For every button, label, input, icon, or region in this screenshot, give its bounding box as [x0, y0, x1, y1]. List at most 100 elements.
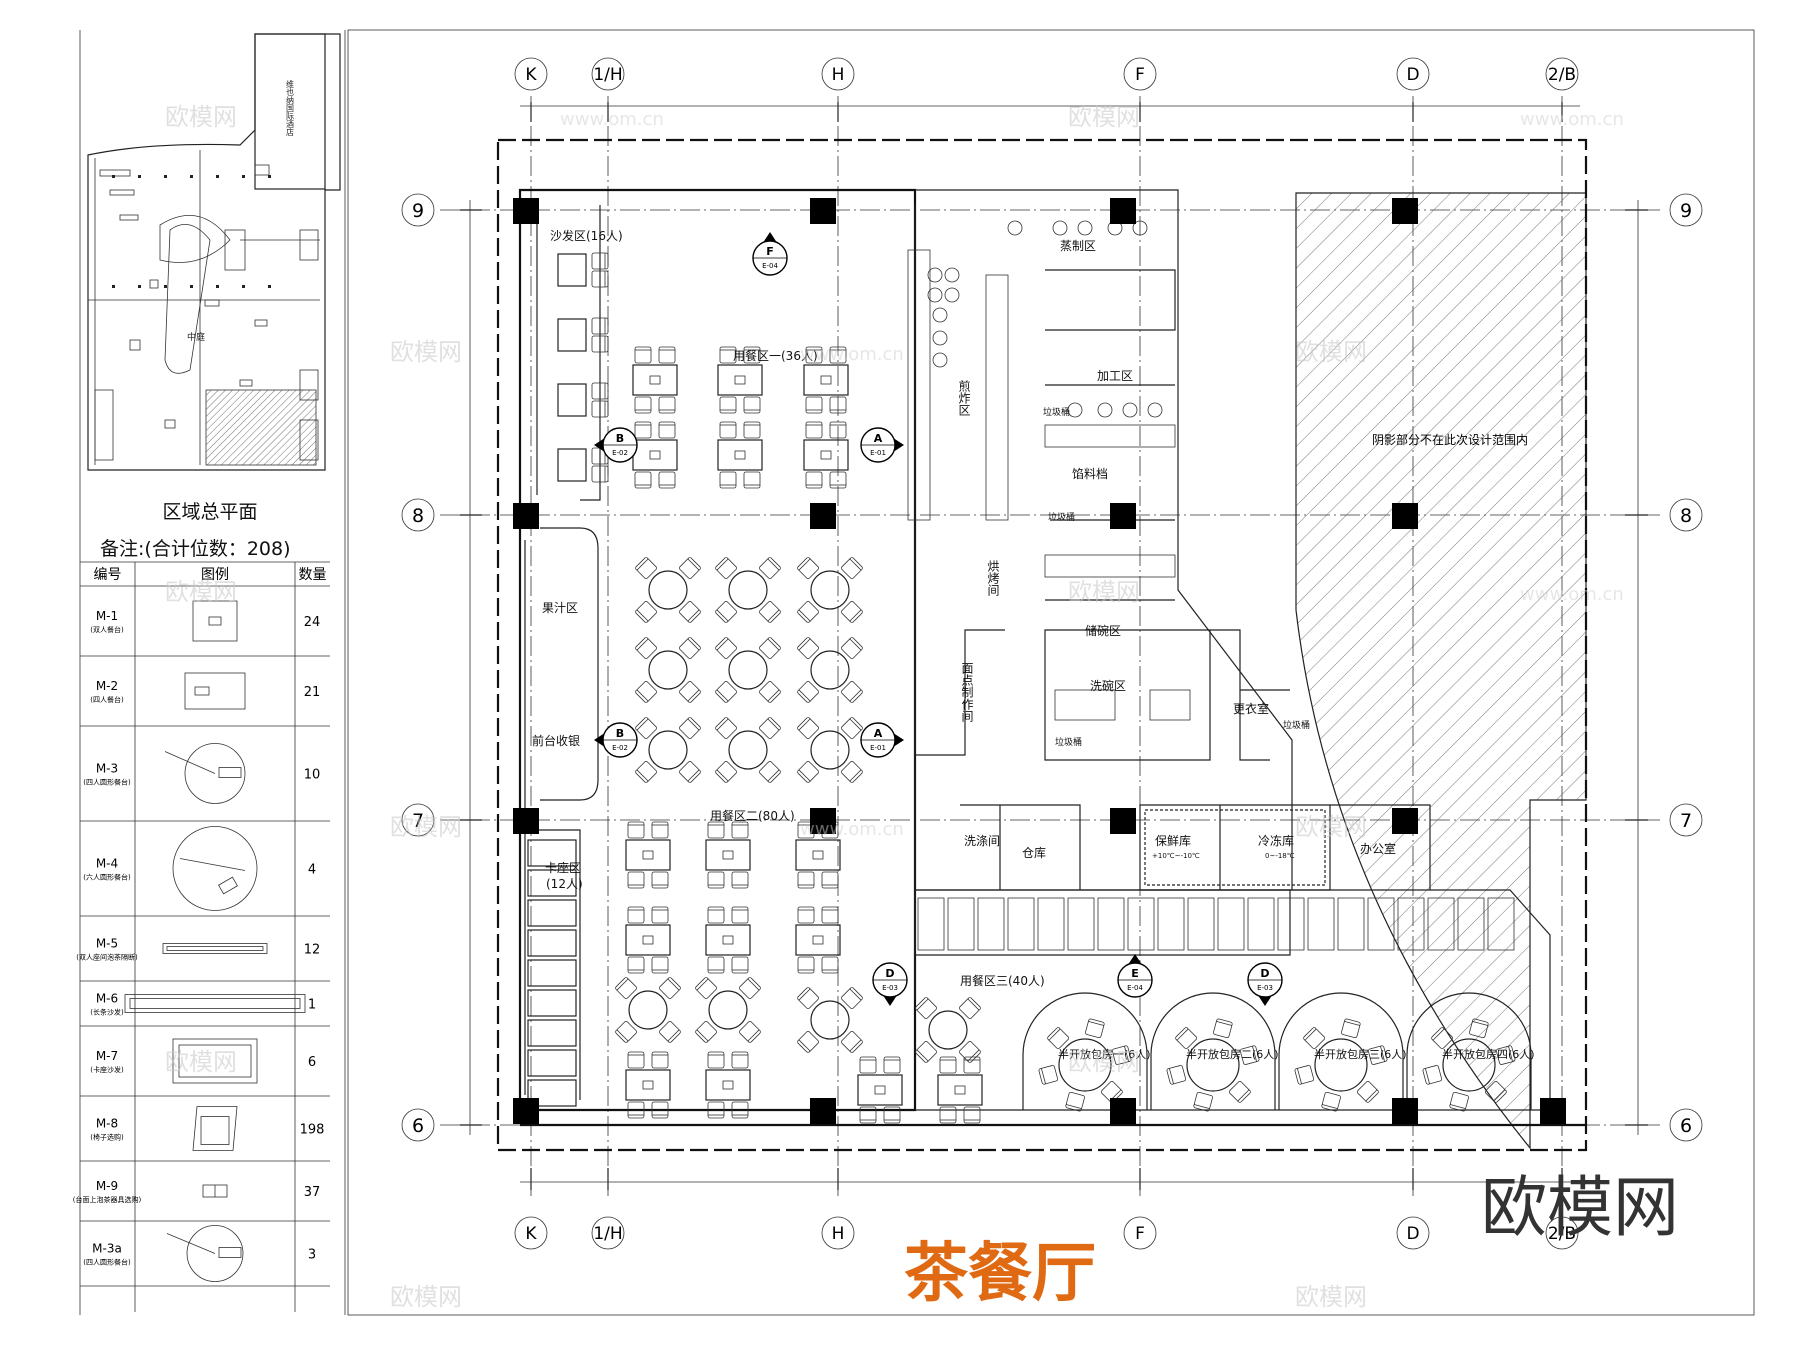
section-marker-e: EE-04 [1117, 954, 1153, 998]
legend-code: M-7 [96, 1049, 118, 1063]
grid-col-bubble [514, 57, 548, 91]
round-table [628, 990, 668, 1030]
kitchen-burner [944, 267, 960, 283]
chair [841, 1031, 863, 1053]
chair [627, 1051, 645, 1069]
legend-glyph [172, 1038, 258, 1084]
square-table [795, 839, 841, 871]
label-locker: 更衣室 [1233, 701, 1269, 716]
legend-code: M-5 [96, 937, 118, 951]
tea-set [642, 935, 654, 945]
round-table [708, 990, 748, 1030]
grid-col-bubble [514, 1216, 548, 1250]
out-of-scope-label: 阴影部分不在此次设计范围内 [1372, 432, 1528, 447]
legend-glyph [164, 743, 246, 804]
wm-4: 欧模网 [1295, 338, 1367, 366]
legend-code: M-9 [96, 1179, 118, 1193]
wm-6: 欧模网 [1068, 578, 1140, 606]
label-cashier: 前台收银 [532, 733, 580, 748]
site-dot [190, 285, 193, 288]
site-block [224, 229, 246, 271]
chair [797, 987, 819, 1009]
chair [797, 601, 819, 623]
sink-unit [1149, 689, 1191, 721]
label-dining2: 用餐区二(80人) [710, 808, 795, 823]
chair [841, 681, 863, 703]
legend-qty: 6 [308, 1055, 316, 1070]
label-sofa: 沙发区(16人) [550, 228, 623, 243]
chair [731, 1051, 749, 1069]
chair [719, 346, 737, 364]
tea-set [722, 850, 734, 860]
chair [591, 252, 609, 270]
chair [679, 557, 701, 579]
storage-bay [1127, 897, 1155, 951]
structural-column [1110, 1098, 1136, 1124]
chair [797, 681, 819, 703]
site-dot [268, 175, 271, 178]
chair [658, 346, 676, 364]
storage-bay [977, 897, 1005, 951]
grid-col-bubble [1545, 1216, 1579, 1250]
chair [963, 1106, 981, 1124]
chair [591, 400, 609, 418]
grid-row-label: 8 [412, 505, 424, 527]
legend-table: 备注:(合计位数：208) 编号图例数量M-1(双人餐台)24M-2(四人餐台)… [73, 538, 330, 1312]
round-table [1314, 1038, 1368, 1092]
label-dining3: 用餐区三(40人) [960, 973, 1045, 988]
chair [635, 717, 657, 739]
booth-seat [527, 929, 577, 957]
chair [715, 557, 737, 579]
chair [1484, 1080, 1507, 1103]
square-table [937, 1074, 983, 1106]
legend-code: M-1 [96, 609, 118, 623]
wm-url-2: www.om.cn [1520, 109, 1624, 130]
wm-10: 欧模网 [1068, 1048, 1140, 1076]
square-table [705, 839, 751, 871]
chair [829, 396, 847, 414]
legend-code: M-3a [92, 1242, 122, 1256]
grid-row-bubble [401, 803, 435, 837]
chair [679, 761, 701, 783]
chair [743, 421, 761, 439]
legend-header-1: 图例 [201, 567, 229, 583]
legend-code: M-2 [96, 679, 118, 693]
grid-row-bubble [401, 498, 435, 532]
chair [759, 557, 781, 579]
chair [658, 421, 676, 439]
round-table [728, 650, 768, 690]
legend-glyph [192, 600, 238, 642]
site-block [254, 164, 270, 176]
chair [743, 471, 761, 489]
legend-desc: (六人圆形餐台) [83, 873, 131, 882]
storage-bay [1217, 897, 1245, 951]
chair [715, 601, 737, 623]
chair [829, 421, 847, 439]
structural-column [513, 503, 539, 529]
grid-col-label: H [832, 65, 845, 85]
chair [1341, 1018, 1361, 1039]
chair [634, 396, 652, 414]
grid-row-bubble [1669, 193, 1703, 227]
round-table [648, 650, 688, 690]
square-table [632, 364, 678, 396]
kitchen-burner [1077, 220, 1093, 236]
drawing-title: 茶餐厅 [904, 1237, 1096, 1311]
chair [805, 421, 823, 439]
chair [635, 681, 657, 703]
grid-col-bubble [1545, 57, 1579, 91]
chair [805, 346, 823, 364]
storage-bay [1007, 897, 1035, 951]
legend-desc: (四人圆形餐台) [83, 1258, 131, 1267]
chair [859, 1056, 877, 1074]
label-freeze-temp: 0~-18℃ [1265, 852, 1295, 860]
kitchen-burner [1122, 402, 1138, 418]
label-steam: 蒸制区 [1060, 239, 1096, 253]
chair [707, 906, 725, 924]
round-table [728, 570, 768, 610]
label-wash: 洗碗区 [1090, 678, 1126, 693]
storage-bay [1337, 897, 1365, 951]
svg-text:E-03: E-03 [1257, 984, 1273, 992]
